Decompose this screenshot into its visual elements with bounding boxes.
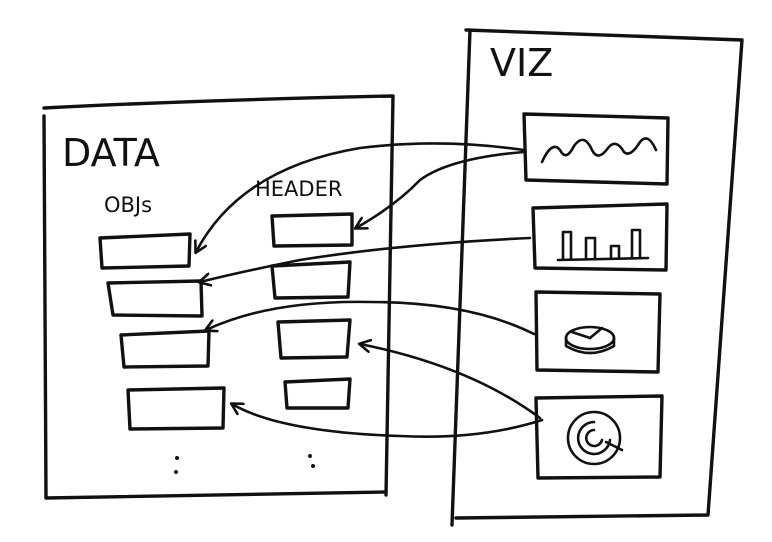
viz-panel: VIZ (450, 28, 744, 527)
arrow-bar-chart-to-obj-2 (200, 236, 532, 282)
arrow-line-chart-to-obj-1 (196, 142, 526, 252)
header-label: HEADER (255, 177, 342, 201)
viz-thumb-radial-chart[interactable] (534, 394, 664, 480)
objs-more-dots (174, 456, 179, 474)
arrow-radial-chart-to-obj-4 (232, 404, 544, 438)
objs-box-2[interactable] (106, 279, 204, 318)
viz-thumb-line-chart[interactable] (522, 112, 670, 186)
header-more-dots (308, 454, 315, 468)
viz-thumb-pie-chart[interactable] (534, 290, 662, 374)
viz-thumb-frame (522, 112, 670, 186)
connection-arrows (196, 142, 544, 438)
viz-thumb-frame (534, 394, 664, 480)
header-box-3[interactable] (276, 318, 352, 360)
objs-box-4[interactable] (126, 386, 226, 431)
objs-box-1[interactable] (98, 232, 192, 270)
viz-thumb-bar-chart[interactable] (531, 202, 669, 272)
objs-label: OBJs (104, 193, 152, 217)
header-box-1[interactable] (270, 212, 354, 248)
viz-panel-outline (454, 28, 744, 520)
data-panel: DATA OBJs HEADER (42, 94, 395, 500)
data-panel-top-right (42, 94, 395, 497)
objs-box-3[interactable] (119, 329, 211, 369)
radial-chart-icon (566, 410, 624, 466)
viz-thumb-frame (534, 290, 662, 374)
data-panel-title: DATA (62, 131, 160, 175)
line-chart-icon (540, 137, 658, 164)
arrow-radial-chart-to-header-3 (360, 344, 542, 420)
bar-chart-icon (556, 228, 650, 262)
arrow-pie-chart-to-obj-3 (206, 300, 536, 336)
viz-thumb-frame (531, 202, 669, 272)
arrow-line-chart-to-header-1 (356, 150, 526, 228)
header-box-2[interactable] (270, 260, 352, 300)
pie-chart-icon (564, 325, 616, 355)
viz-panel-title: VIZ (490, 41, 553, 85)
viz-panel-left-edge (450, 28, 472, 527)
data-panel-outline (42, 114, 386, 500)
header-box-4[interactable] (283, 377, 352, 410)
